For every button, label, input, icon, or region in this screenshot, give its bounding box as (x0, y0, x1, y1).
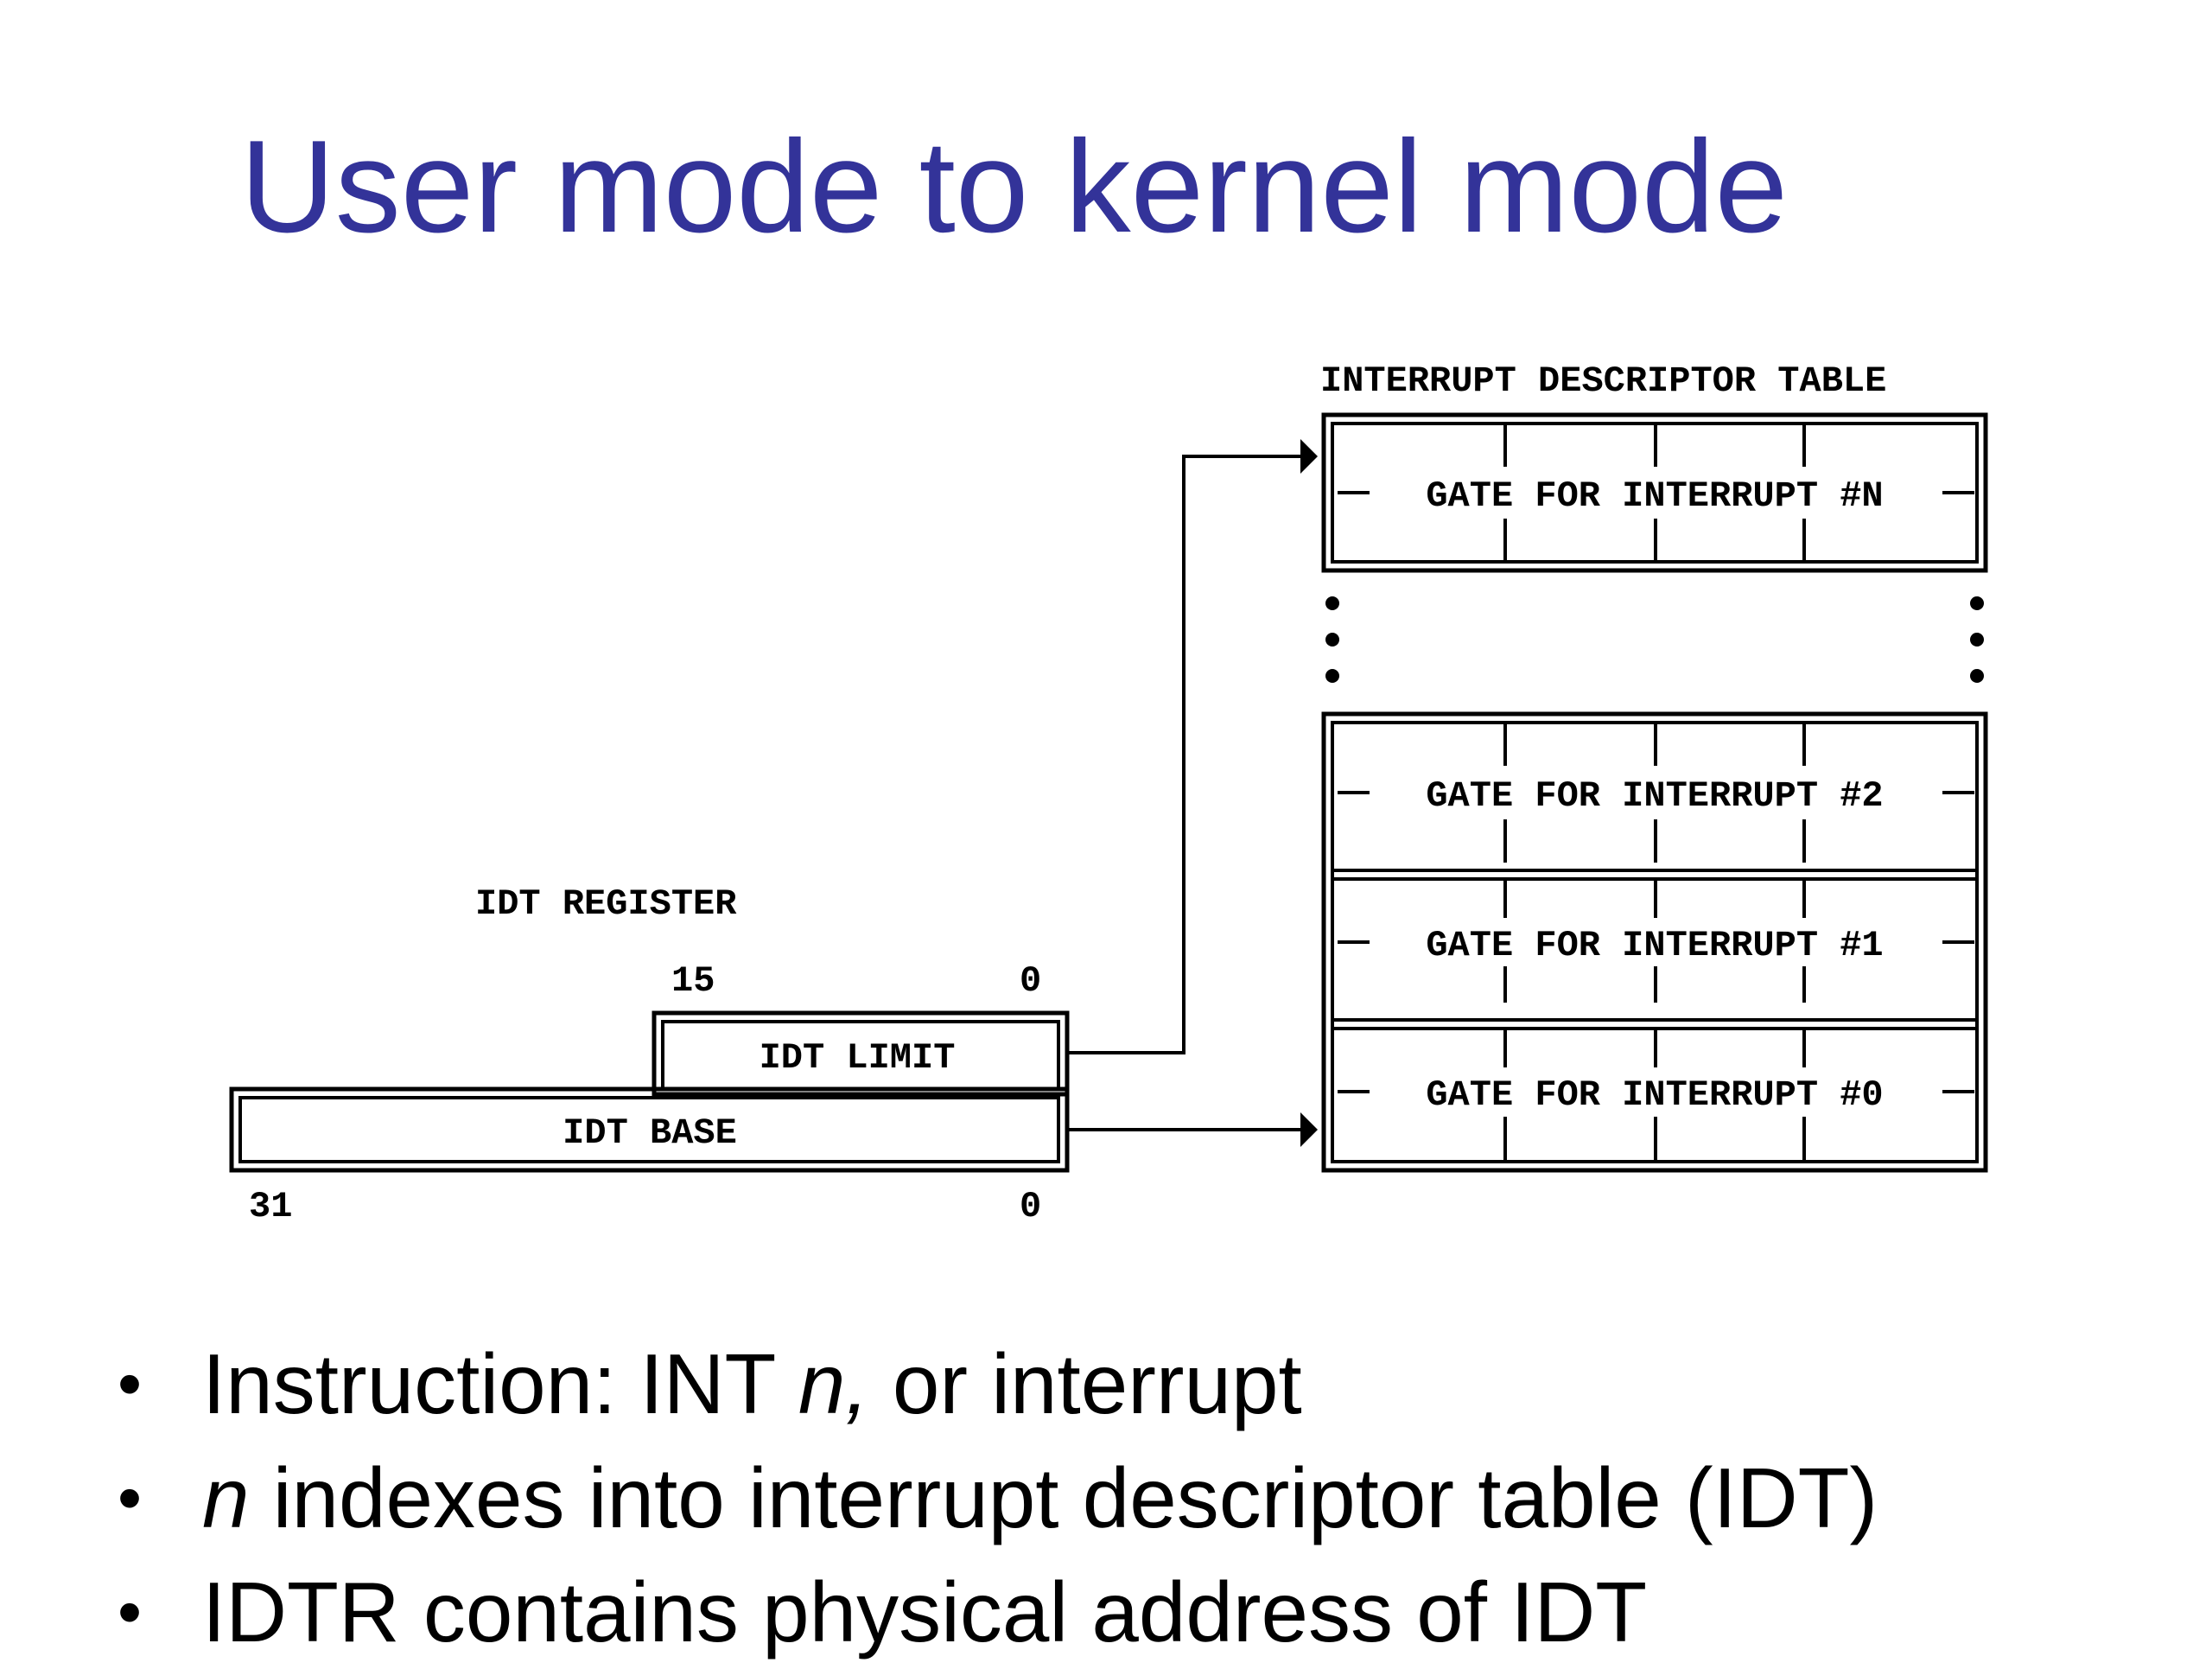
bit-31-label: 31 (249, 1186, 292, 1227)
idt-limit-box: IDT LIMIT (652, 1010, 1070, 1097)
bullet-dot-icon: • (118, 1459, 143, 1536)
gate-block-n: GATE FOR INTERRUPT #N (1321, 412, 1988, 573)
idt-base-label: IDT BASE (563, 1112, 737, 1154)
bullet-item: • n indexes into interrupt descriptor ta… (112, 1441, 1878, 1555)
limit-arrow (1067, 452, 1314, 1054)
idt-limit-label: IDT LIMIT (760, 1037, 956, 1079)
gate-label-0: GATE FOR INTERRUPT #0 (1426, 1074, 1883, 1116)
slide-title: User mode to kernel mode (240, 113, 1789, 260)
gate-label-n: GATE FOR INTERRUPT #N (1426, 475, 1883, 517)
idt-base-box: IDT BASE (229, 1086, 1070, 1173)
gate-label-1: GATE FOR INTERRUPT #1 (1426, 925, 1883, 966)
bit-15-label: 15 (671, 960, 715, 1002)
gate-label-2: GATE FOR INTERRUPT #2 (1426, 775, 1883, 817)
idt-register-label: IDT REGISTER (475, 883, 737, 925)
gate-block-lower: GATE FOR INTERRUPT #2 GATE FOR INTERRUPT… (1321, 711, 1988, 1173)
ellipsis-dots (1325, 596, 1984, 683)
bullet-list: • Instruction: INT n, or interrupt • n i… (112, 1327, 1878, 1669)
idt-table-title: INTERRUPT DESCRIPTOR TABLE (1320, 360, 1886, 402)
bullet-dot-icon: • (118, 1345, 143, 1422)
bullet-dot-icon: • (118, 1573, 143, 1650)
bullet-item: • Instruction: INT n, or interrupt (112, 1327, 1878, 1441)
bit-0-top-label: 0 (1020, 960, 1041, 1002)
bullet-item: • IDTR contains physical address of IDT (112, 1555, 1878, 1669)
bit-0-bottom-label: 0 (1020, 1186, 1041, 1227)
